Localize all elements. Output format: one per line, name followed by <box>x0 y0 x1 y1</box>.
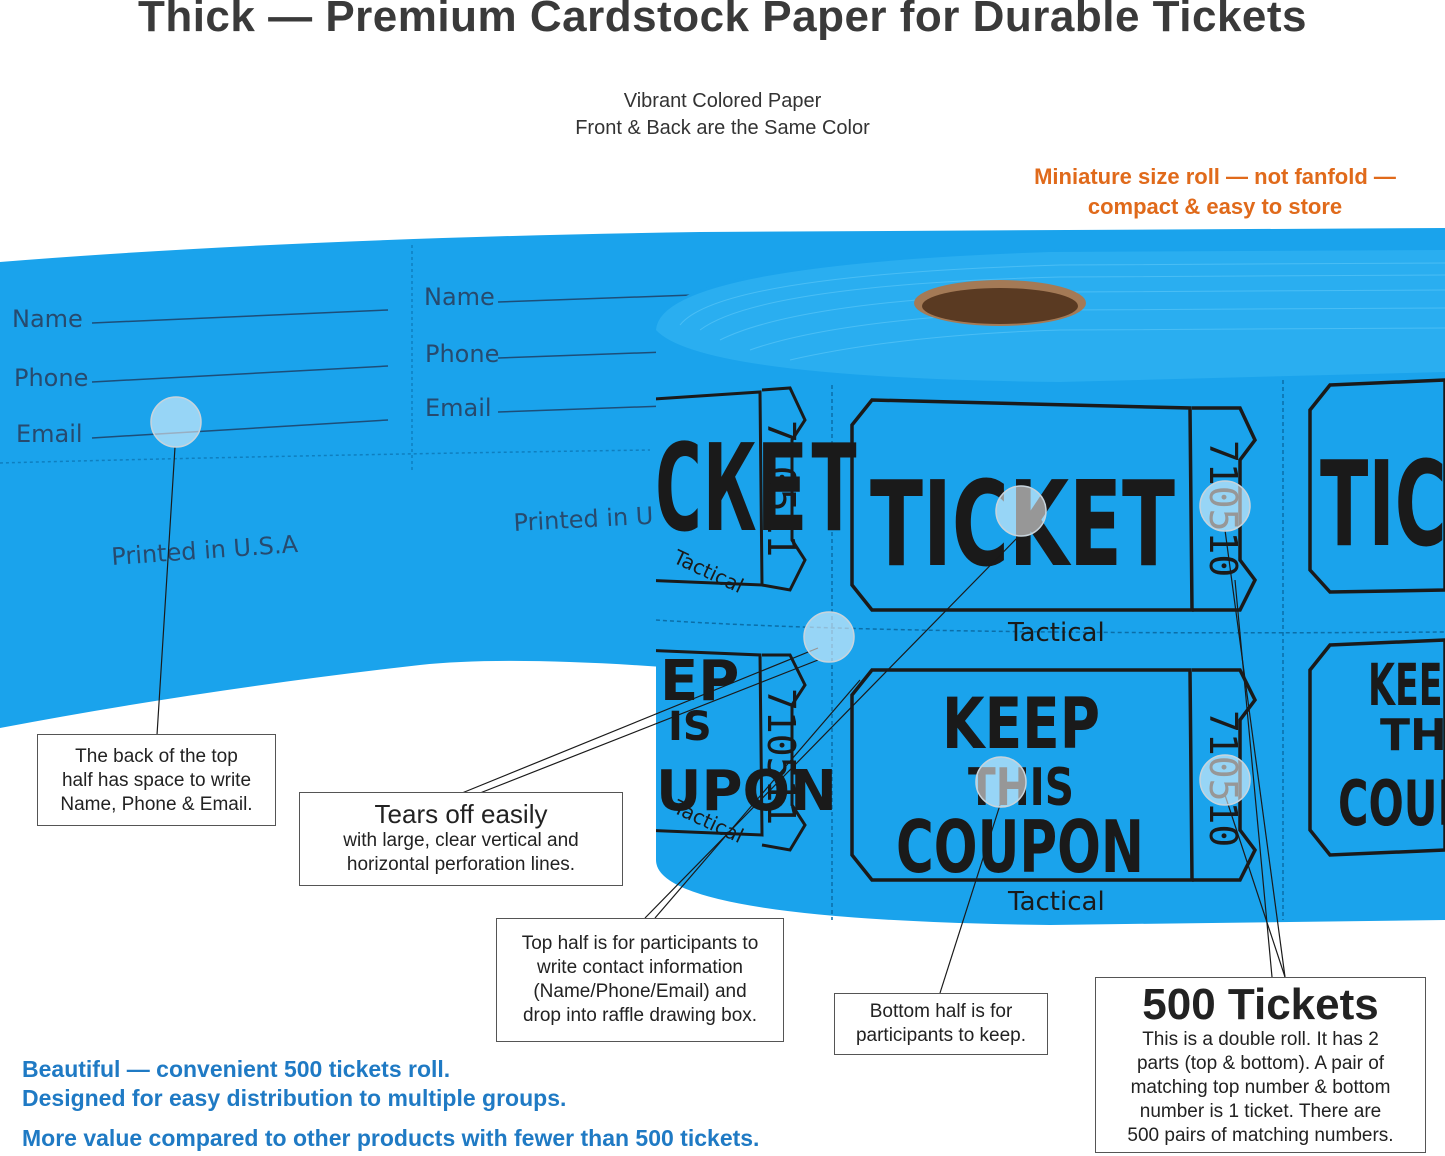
callout-back-line3: Name, Phone & Email. <box>60 794 253 815</box>
callout-back-line2: half has space to write <box>61 770 252 791</box>
connector-count-3 <box>1234 579 1273 978</box>
connector-count-2 <box>1224 794 1286 978</box>
highlight-number-top <box>1199 480 1251 532</box>
brand-top-center: Tactical <box>1007 618 1105 648</box>
connector-count-1 <box>1224 529 1286 978</box>
callout-count-line5: 500 pairs of matching numbers. <box>1127 1125 1394 1146</box>
callout-count-line3: matching top number & bottom <box>1130 1077 1391 1098</box>
subtitle-line1: Vibrant Colored Paper <box>623 90 822 112</box>
callout-back-side: The back of the top half has space to wr… <box>37 734 276 826</box>
orange-note-line2: compact & easy to store <box>1087 194 1343 219</box>
partial-coupon-right-line1: KEEP <box>1368 651 1445 719</box>
connector-bottom-half <box>939 804 1001 994</box>
callout-bottom-half-line1: Bottom half is for <box>869 1001 1013 1022</box>
callout-500-tickets: 500 Tickets This is a double roll. It ha… <box>1095 977 1426 1153</box>
connector-tears-2 <box>479 659 819 794</box>
callout-count-line1: This is a double roll. It has 2 <box>1142 1029 1379 1050</box>
highlight-email-field <box>150 396 202 448</box>
partial-coupon-line3: UPON <box>656 759 837 824</box>
field-label-phone-right: Phone <box>425 340 499 368</box>
callout-top-half-line2: write contact information <box>537 957 743 978</box>
orange-note-line1: Miniature size roll — not fanfold — <box>1034 164 1396 189</box>
ticket-frame-center <box>850 398 1194 612</box>
highlight-coupon-bottom <box>975 756 1027 808</box>
bottom-text-line3: More value compared to other products wi… <box>22 1125 760 1151</box>
coupon-frame-center <box>850 668 1194 882</box>
partial-coupon-line2: IS <box>668 704 712 750</box>
callout-count-line4: number is 1 ticket. There are <box>1139 1101 1382 1122</box>
callout-tears-off: Tears off easily with large, clear verti… <box>299 792 623 886</box>
callout-bottom-half-line2: participants to keep. <box>855 1025 1027 1046</box>
strip-horizontal-perforation <box>0 449 651 464</box>
callout-count-heading: 500 Tickets <box>1142 980 1379 1029</box>
name-line-right <box>497 293 721 303</box>
callout-top-half: Top half is for participants to write co… <box>496 918 784 1042</box>
connector-back <box>156 446 176 736</box>
page-title: Thick — Premium Cardstock Paper for Dura… <box>137 0 1308 41</box>
partial-coupon-right-line3: COUPON <box>1338 767 1445 840</box>
field-label-name-right: Name <box>424 283 495 311</box>
bottom-text-line2: Designed for easy distribution to multip… <box>22 1085 567 1111</box>
field-label-name-left: Name <box>12 305 83 333</box>
connector-tears-1 <box>461 647 819 794</box>
roll-horizontal-perforation <box>655 619 1445 634</box>
callout-top-half-line1: Top half is for participants to <box>521 933 759 954</box>
field-label-email-left: Email <box>16 420 83 448</box>
callout-top-half-line4: drop into raffle drawing box. <box>522 1005 758 1026</box>
partial-coupon-right-line2: THIS <box>1380 710 1445 761</box>
partial-ticket-left: CKET <box>652 419 860 559</box>
connector-tears-3 <box>654 679 861 919</box>
connector-top-half <box>644 534 1021 919</box>
brand-bottom-center: Tactical <box>1007 887 1105 917</box>
callout-tears-heading: Tears off easily <box>374 799 548 829</box>
highlight-ticket-top <box>995 485 1047 537</box>
callout-bottom-half: Bottom half is for participants to keep. <box>834 993 1048 1055</box>
bottom-text-line1: Beautiful — convenient 500 tickets roll. <box>22 1056 451 1082</box>
callout-count-line2: parts (top & bottom). A pair of <box>1136 1053 1385 1074</box>
subtitle-line2: Front & Back are the Same Color <box>575 117 870 139</box>
callout-tears-line2: horizontal perforation lines. <box>346 854 576 875</box>
serial-number-top-left: 710511 <box>759 420 803 557</box>
callout-tears-line1: with large, clear vertical and <box>343 830 579 851</box>
highlight-perforation <box>803 611 855 663</box>
callout-top-half-line3: (Name/Phone/Email) and <box>533 981 747 1002</box>
serial-number-bottom-left: 710511 <box>759 688 803 825</box>
coupon-line1: KEEP <box>942 683 1100 765</box>
email-line-left <box>91 419 389 439</box>
coupon-line3: COUPON <box>896 805 1144 889</box>
partial-coupon-line1: EP <box>660 649 739 714</box>
phone-line-left <box>91 365 389 383</box>
highlight-number-bottom <box>1199 754 1251 806</box>
field-label-email-right: Email <box>425 394 492 422</box>
name-line-left <box>91 309 389 324</box>
field-label-phone-left: Phone <box>14 364 88 392</box>
callout-back-line1: The back of the top <box>75 746 238 767</box>
